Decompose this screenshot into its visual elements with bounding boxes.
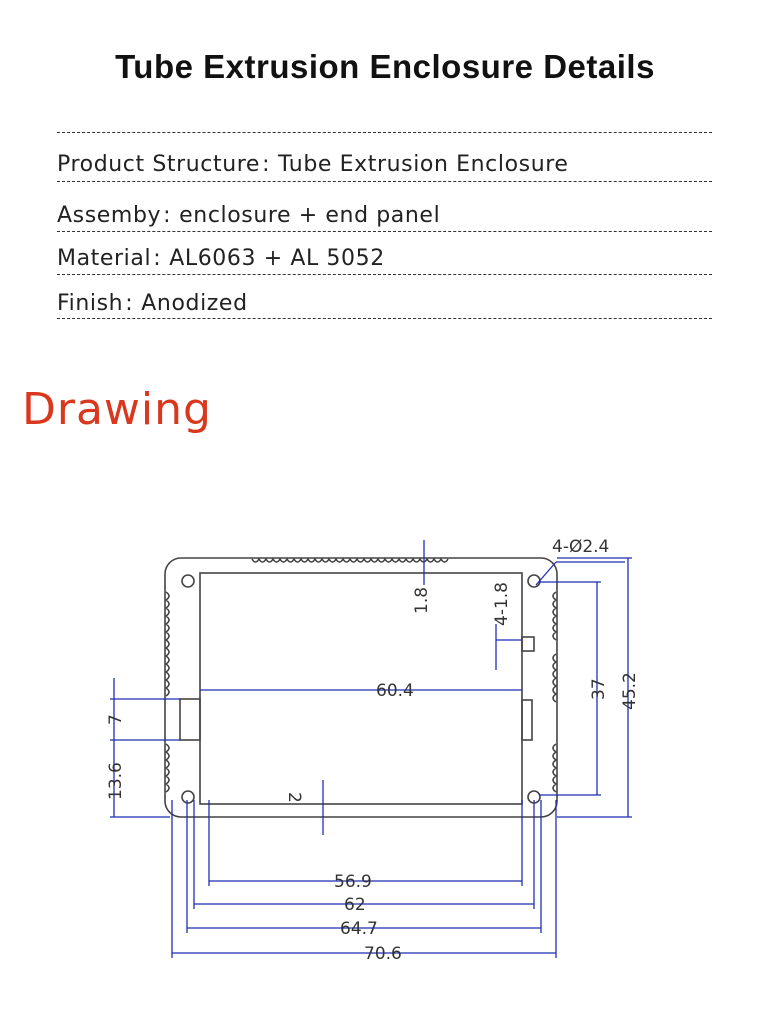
- right-fins: [552, 591, 558, 793]
- inner-outline: [199, 572, 523, 805]
- spec-row-structure: Product Structure:Tube Extrusion Enclosu…: [57, 152, 569, 177]
- spec-row-finish: Finish:Anodized: [57, 291, 248, 316]
- dim-top-wall: 1.8: [412, 587, 432, 614]
- dimension-line: [535, 561, 557, 586]
- right-rib: [521, 699, 533, 741]
- spec-value: enclosure + end panel: [179, 203, 441, 228]
- spec-row-assembly: Assemby:enclosure + end panel: [57, 203, 441, 228]
- spec-label: Assemby: [57, 203, 162, 228]
- spec-row-material: Material:AL6063 + AL 5052: [57, 246, 385, 271]
- dim-inner-width: 60.4: [376, 681, 414, 701]
- dim-overall-height: 45.2: [620, 672, 640, 710]
- left-fins: [164, 591, 170, 793]
- dim-slot-width: 4-1.8: [492, 582, 512, 626]
- spec-value: Anodized: [141, 291, 248, 316]
- spec-label: Finish: [57, 291, 124, 316]
- screw-hole: [527, 574, 541, 588]
- dim-width-3: 62: [344, 895, 366, 915]
- dim-slot-offset: 13.6: [106, 762, 126, 800]
- divider: [57, 181, 712, 182]
- dimension-lines: [110, 540, 632, 958]
- top-fins: [251, 557, 449, 563]
- dim-width-4: 56.9: [334, 872, 372, 892]
- spec-value: AL6063 + AL 5052: [169, 246, 385, 271]
- dim-holes: 4-Ø2.4: [552, 537, 609, 557]
- divider: [57, 132, 712, 133]
- dimension-labels: 70.6 64.7 62 56.9 60.4 45.2 37 7 13.6 1.…: [106, 537, 640, 964]
- divider: [57, 231, 712, 232]
- spec-label: Product Structure: [57, 152, 261, 177]
- screw-hole: [181, 574, 195, 588]
- spec-value: Tube Extrusion Enclosure: [278, 152, 569, 177]
- divider: [57, 318, 712, 319]
- right-slot: [521, 636, 535, 652]
- screw-hole: [181, 790, 195, 804]
- left-slot: [179, 698, 201, 741]
- dim-width-2: 64.7: [340, 919, 378, 939]
- dim-bottom-wall: 2: [284, 792, 304, 803]
- outer-outline: [164, 557, 558, 818]
- spec-label: Material: [57, 246, 152, 271]
- dim-hole-spacing: 37: [589, 678, 609, 700]
- dim-slot-height: 7: [106, 714, 126, 725]
- drawing-heading: Drawing: [22, 384, 212, 435]
- divider: [57, 274, 712, 275]
- page-title: Tube Extrusion Enclosure Details: [115, 48, 655, 85]
- dim-overall-width: 70.6: [364, 944, 402, 964]
